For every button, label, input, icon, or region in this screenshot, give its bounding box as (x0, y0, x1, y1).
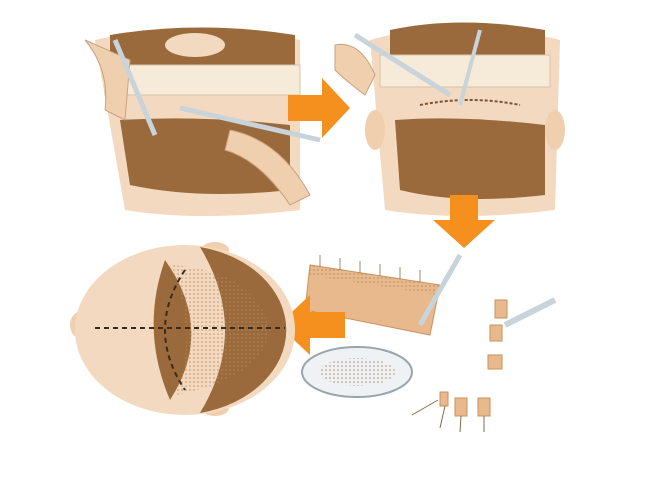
donor-strip-excision-illustration (84, 27, 321, 216)
arrow-left-icon (278, 295, 345, 355)
arrow-down-icon (433, 195, 495, 248)
grafts-icon (439, 299, 508, 417)
forceps-icon (458, 29, 482, 106)
needle-holder-icon (353, 32, 452, 98)
scalpel-icon (112, 39, 158, 136)
arrow-right-icon (288, 78, 350, 138)
graft-dissection-illustration (301, 253, 557, 433)
graft-placement-illustration (70, 242, 295, 416)
wound-closure-illustration (334, 22, 565, 216)
forceps-icon (179, 105, 321, 143)
blade-icon (417, 253, 463, 327)
